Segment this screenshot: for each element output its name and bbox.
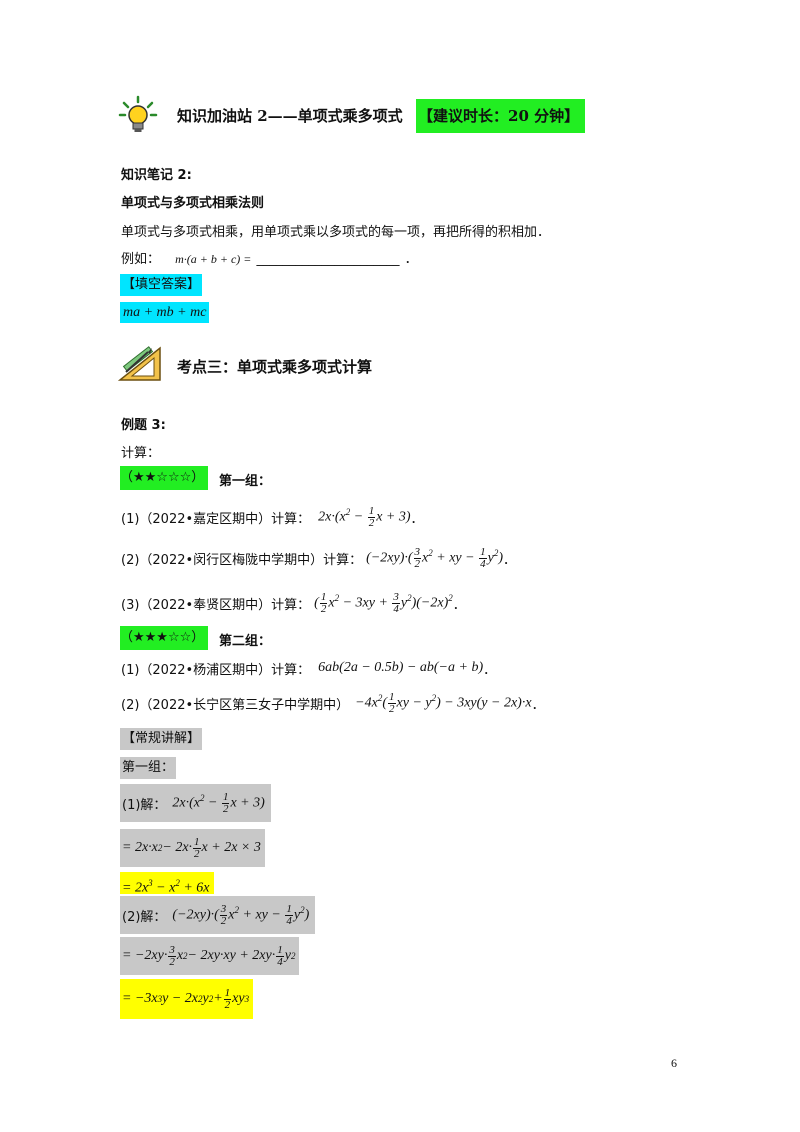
group1-label: 第一组： (219, 474, 272, 489)
rule-text: 单项式与多项式相乘，用单项式乘以多项式的每一项，再把所得的积相加． (121, 225, 551, 240)
group2-stars: （★★★☆☆） (120, 626, 209, 650)
question-4-expr: 6ab(2a − 0.5b) − ab(−a + b) (318, 660, 484, 675)
solution-group1-label: 第一组： (120, 757, 177, 779)
answer-value: ma + mb + mc (120, 302, 210, 323)
notes-label: 知识笔记 2: (121, 168, 192, 183)
solution-1-answer: = 2x3 − x2 + 6x (120, 872, 214, 896)
time-tag: 【建议时长：20 分钟】 (416, 99, 586, 133)
question-3-prefix: (3)（2022•奉贤区期中）计算： (121, 597, 311, 613)
section-title: 考点三：单项式乘多项式计算 (177, 358, 373, 376)
section-header-title: 知识加油站 2——单项式乘多项式 (177, 107, 403, 125)
example-expr: m·(a + b + c) = (175, 252, 252, 266)
solution-label: 【常规讲解】 (120, 728, 203, 750)
example-end: ． (404, 252, 418, 267)
group2-label: 第二组： (219, 634, 272, 649)
question-5-prefix: (2)（2022•长宁区第三女子中学期中） (121, 697, 350, 713)
rule-title: 单项式与多项式相乘法则 (121, 196, 265, 211)
group1-stars: （★★☆☆☆） (120, 466, 209, 490)
question-2-prefix: (2)（2022•闵行区梅陇中学期中）计算： (121, 552, 363, 568)
example-line: 例如： m·(a + b + c) = ____________________… (121, 248, 418, 267)
question-4: (1)（2022•杨浦区期中）计算： 6ab(2a − 0.5b) − ab(−… (121, 660, 497, 678)
example-label: 例题 3: (121, 418, 166, 433)
question-1-prefix: (1)（2022•嘉定区期中）计算： (121, 511, 311, 527)
example-prefix: 例如： (121, 252, 161, 267)
example-blank: ______________________ (256, 252, 400, 267)
lightbulb-icon (118, 95, 158, 135)
question-4-prefix: (1)（2022•杨浦区期中）计算： (121, 662, 311, 678)
page-number: 6 (671, 1056, 677, 1070)
instruction: 计算： (121, 446, 161, 461)
geometry-tools-icon (117, 342, 162, 382)
answer-label: 【填空答案】 (120, 274, 203, 296)
